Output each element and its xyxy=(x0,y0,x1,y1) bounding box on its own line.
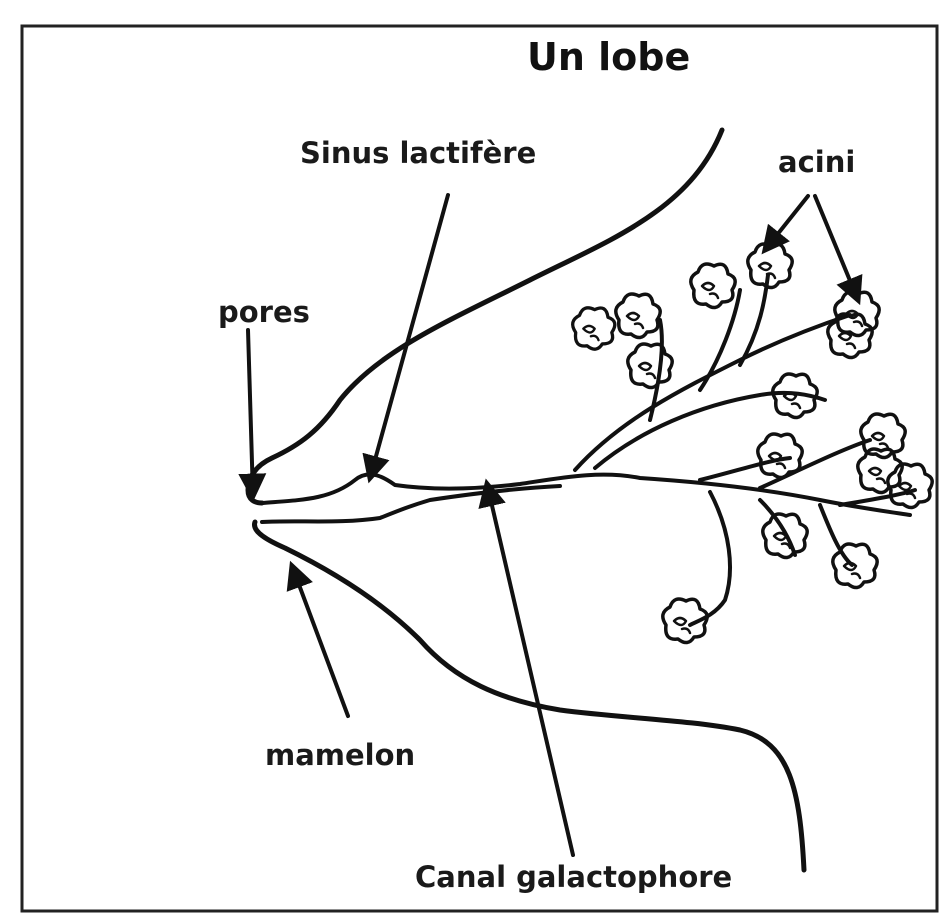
arrow-sinus xyxy=(370,195,448,478)
label-canal-galactophore: Canal galactophore xyxy=(415,860,732,894)
arrow-acini-2 xyxy=(815,196,858,300)
arrow-canal xyxy=(487,484,573,855)
label-mamelon: mamelon xyxy=(265,738,415,772)
arrow-mamelon xyxy=(292,566,348,716)
arrow-acini-1 xyxy=(765,196,808,250)
label-pores: pores xyxy=(218,295,310,329)
label-sinus-lactifere: Sinus lactifère xyxy=(300,136,536,170)
duct-system xyxy=(262,275,915,625)
arrow-pores xyxy=(248,330,253,496)
diagram-title: Un lobe xyxy=(527,35,690,79)
label-acini: acini xyxy=(778,145,855,179)
